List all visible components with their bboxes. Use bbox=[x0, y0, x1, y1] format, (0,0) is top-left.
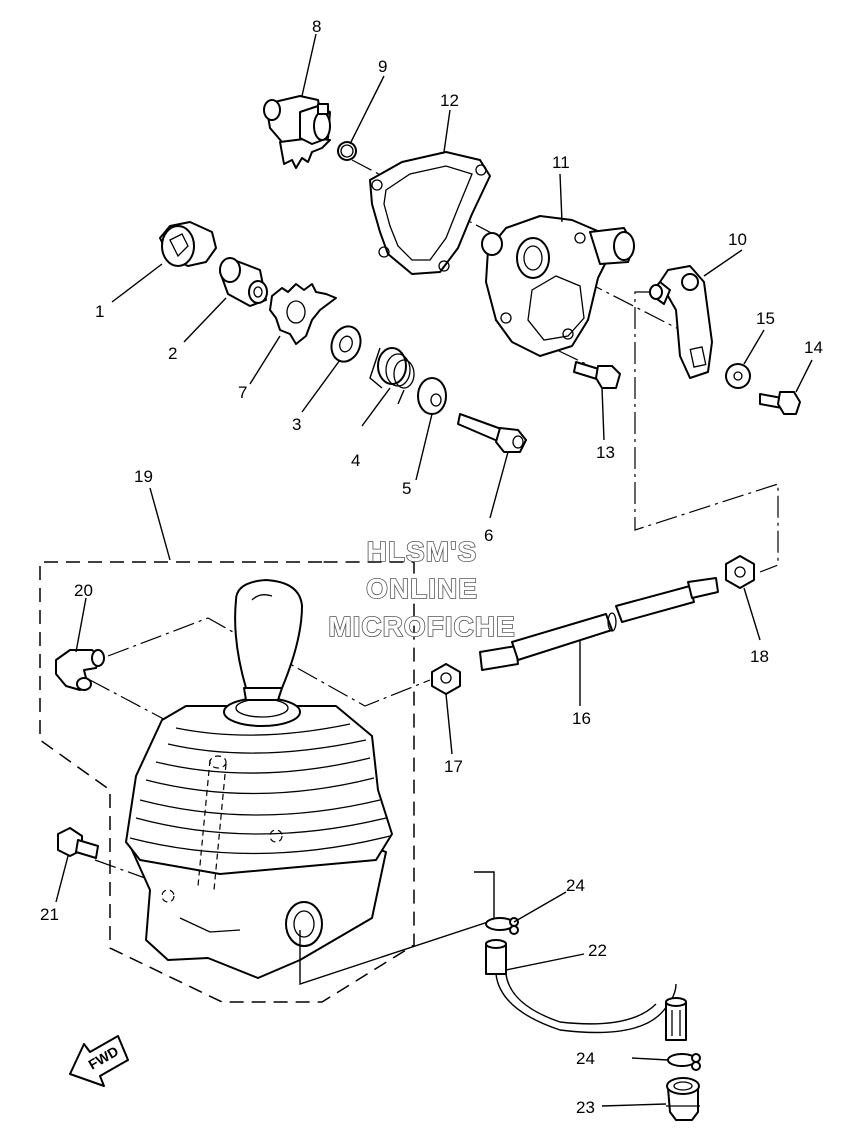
part-21-bolt[interactable] bbox=[57, 827, 99, 859]
part-3-washer[interactable] bbox=[327, 322, 366, 365]
callout-18: 18 bbox=[750, 647, 769, 666]
part-14-bolt[interactable] bbox=[759, 391, 801, 415]
part-8-switch[interactable] bbox=[263, 95, 331, 169]
callout-23: 23 bbox=[576, 1098, 595, 1117]
part-20-elbow-fitting[interactable] bbox=[55, 649, 105, 691]
callout-1: 1 bbox=[95, 302, 104, 321]
callout-12: 12 bbox=[440, 91, 459, 110]
callout-numbers: 1 2 3 4 5 6 7 8 9 10 11 12 13 14 15 16 1… bbox=[40, 17, 823, 1117]
part-17-bushing[interactable] bbox=[431, 663, 461, 695]
part-4-spring[interactable] bbox=[369, 347, 415, 405]
callout-14: 14 bbox=[804, 338, 823, 357]
part-15-washer[interactable] bbox=[723, 361, 754, 392]
part-6-bolt[interactable] bbox=[457, 413, 527, 453]
callout-7: 7 bbox=[238, 383, 247, 402]
callout-21: 21 bbox=[40, 905, 59, 924]
callout-22: 22 bbox=[588, 941, 607, 960]
part-5-collar-washer[interactable] bbox=[417, 377, 447, 415]
part-9-o-ring[interactable] bbox=[335, 139, 360, 164]
watermark-line-2: ONLINE bbox=[366, 573, 478, 604]
part-2-collar[interactable] bbox=[219, 257, 268, 307]
leader-lines bbox=[55, 33, 813, 1107]
callout-19: 19 bbox=[134, 467, 153, 486]
callout-24-upper: 24 bbox=[566, 876, 585, 895]
part-7-gear[interactable] bbox=[269, 283, 337, 345]
part-12-gasket[interactable] bbox=[369, 151, 491, 275]
watermark: HLSM'S ONLINE MICROFICHE bbox=[328, 535, 516, 643]
fwd-direction-arrow: FWD bbox=[69, 1035, 129, 1087]
watermark-line-3: MICROFICHE bbox=[328, 611, 515, 642]
callout-13: 13 bbox=[596, 443, 615, 462]
callout-2: 2 bbox=[168, 344, 177, 363]
callout-24-lower: 24 bbox=[576, 1049, 595, 1068]
callout-9: 9 bbox=[378, 57, 387, 76]
part-13-bolt[interactable] bbox=[573, 361, 621, 389]
callout-8: 8 bbox=[312, 17, 321, 36]
part-16-shaft[interactable] bbox=[479, 577, 719, 671]
callout-16: 16 bbox=[572, 709, 591, 728]
watermark-line-1: HLSM'S bbox=[367, 536, 478, 567]
callout-3: 3 bbox=[292, 415, 301, 434]
callout-20: 20 bbox=[74, 581, 93, 600]
callout-17: 17 bbox=[444, 757, 463, 776]
callout-6: 6 bbox=[484, 526, 493, 545]
part-11-housing[interactable] bbox=[481, 215, 635, 357]
part-10-arm[interactable] bbox=[649, 265, 713, 379]
callout-11: 11 bbox=[552, 153, 570, 172]
part-23-plug[interactable] bbox=[666, 1077, 700, 1121]
remote-control-body[interactable] bbox=[125, 579, 393, 979]
callout-5: 5 bbox=[402, 479, 411, 498]
part-24-clamp-lower[interactable] bbox=[667, 1053, 701, 1071]
part-1-cam[interactable] bbox=[159, 221, 217, 267]
callout-4: 4 bbox=[351, 451, 360, 470]
callout-10: 10 bbox=[728, 230, 747, 249]
part-18-bushing[interactable] bbox=[725, 555, 755, 589]
callout-15: 15 bbox=[756, 309, 775, 328]
part-22-hose[interactable] bbox=[485, 939, 687, 1041]
part-24-clamp-upper[interactable] bbox=[485, 917, 519, 935]
